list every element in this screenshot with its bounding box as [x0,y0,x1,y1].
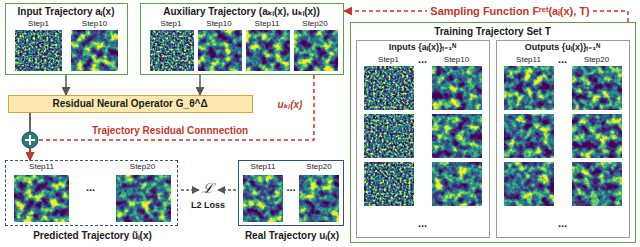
field-image [15,30,62,71]
step-label: Step1 [378,56,399,65]
dataset-panel: Inputs {aᵢ(x)}ᵢ₌₁ᴺStep1... Step10... [356,40,490,238]
step-label: Step20 [302,20,327,29]
box-title: Training Trajectory Set T [434,26,551,37]
field-image [504,162,554,206]
field-image [432,162,482,206]
box-title: Outputs {uᵢ(x)}ᵢ₌₁ᴺ [525,43,600,53]
connector-arrow [199,75,201,95]
field-image [198,30,242,71]
step-label: Step11 [255,20,280,29]
field-image [504,114,554,158]
step-label: Step20 [130,163,155,172]
step-label: Step1 [161,20,182,29]
box-title: Input Trajectory aᵢ(x) [18,6,115,17]
field-image [294,30,338,71]
box-title: Real Trajectory uᵢ(x) [245,230,339,241]
field-image [116,175,171,222]
ellipsis: ... [286,181,295,193]
loss-arrow [218,189,236,190]
field-image [504,66,554,110]
step-label: Step20 [584,56,609,65]
edge-label: Sampling Function Fʳᵉᵗ(aᵢ(x), T) [427,5,592,17]
step-label: Step11 [516,56,541,65]
box-title: Predicted Trajectory ũᵢ(x) [33,230,152,241]
box-title: Auxiliary Trajectory (aₖᵢ(x), uₖᵢ(x)) [163,6,320,17]
dataset-box: Training Trajectory Set T Inputs {aᵢ(x)}ᵢ… [350,22,636,243]
field-image [150,30,194,71]
trajectory-box: Step11...Step20Real Trajectory uᵢ(x) [238,160,344,226]
trajectory-box: Auxiliary Trajectory (aₖᵢ(x), uₖᵢ(x)) Ste… [140,3,344,75]
field-image [364,114,414,158]
edge-label: uₖᵢ(x) [275,99,306,110]
connector-arrow [30,75,314,160]
field-image [71,30,118,71]
connector-arrow [65,75,67,95]
ellipsis: ... [558,53,567,65]
field-image [572,162,622,206]
box-title: Residual Neural Operator G_θ^Δ [52,98,207,109]
trajectory-box: Input Trajectory aᵢ(x) Step1 Step10 [5,3,128,75]
field-image [364,162,414,206]
step-label: Step10 [206,20,231,29]
step-label: Step10 [82,20,107,29]
field-image [432,114,482,158]
loss-symbol: ℒ [202,181,214,196]
step-label: Step11 [29,163,54,172]
step-label: Step1 [28,20,49,29]
plus-sign [29,135,31,145]
step-label: Step20 [306,163,331,172]
ellipsis: ... [86,181,95,193]
field-image [243,175,283,222]
ellipsis: ... [558,217,567,229]
box-title: Inputs {aᵢ(x)}ᵢ₌₁ᴺ [389,43,456,53]
field-image [299,175,339,222]
field-image [14,175,69,222]
loss-arrow [181,189,199,190]
field-image [572,114,622,158]
step-label: Step10 [444,56,469,65]
ellipsis: ... [418,53,427,65]
loss-label: L2 Loss [191,201,225,211]
sum-circle [22,132,38,148]
dataset-panel: Outputs {uᵢ(x)}ᵢ₌₁ᴺStep11... Step20... [496,40,630,238]
trajectory-box: Step11...Step20Predicted Trajectory ũᵢ(x… [5,160,178,226]
field-image [246,30,290,71]
ellipsis: ... [418,217,427,229]
connection-label: Trajectory Residual Connnection [92,125,248,136]
field-image [364,66,414,110]
field-image [432,66,482,110]
step-label: Step11 [251,163,276,172]
operator-box: Residual Neural Operator G_θ^Δ [8,95,253,113]
connector-arrow [29,113,31,160]
field-image [572,66,622,110]
